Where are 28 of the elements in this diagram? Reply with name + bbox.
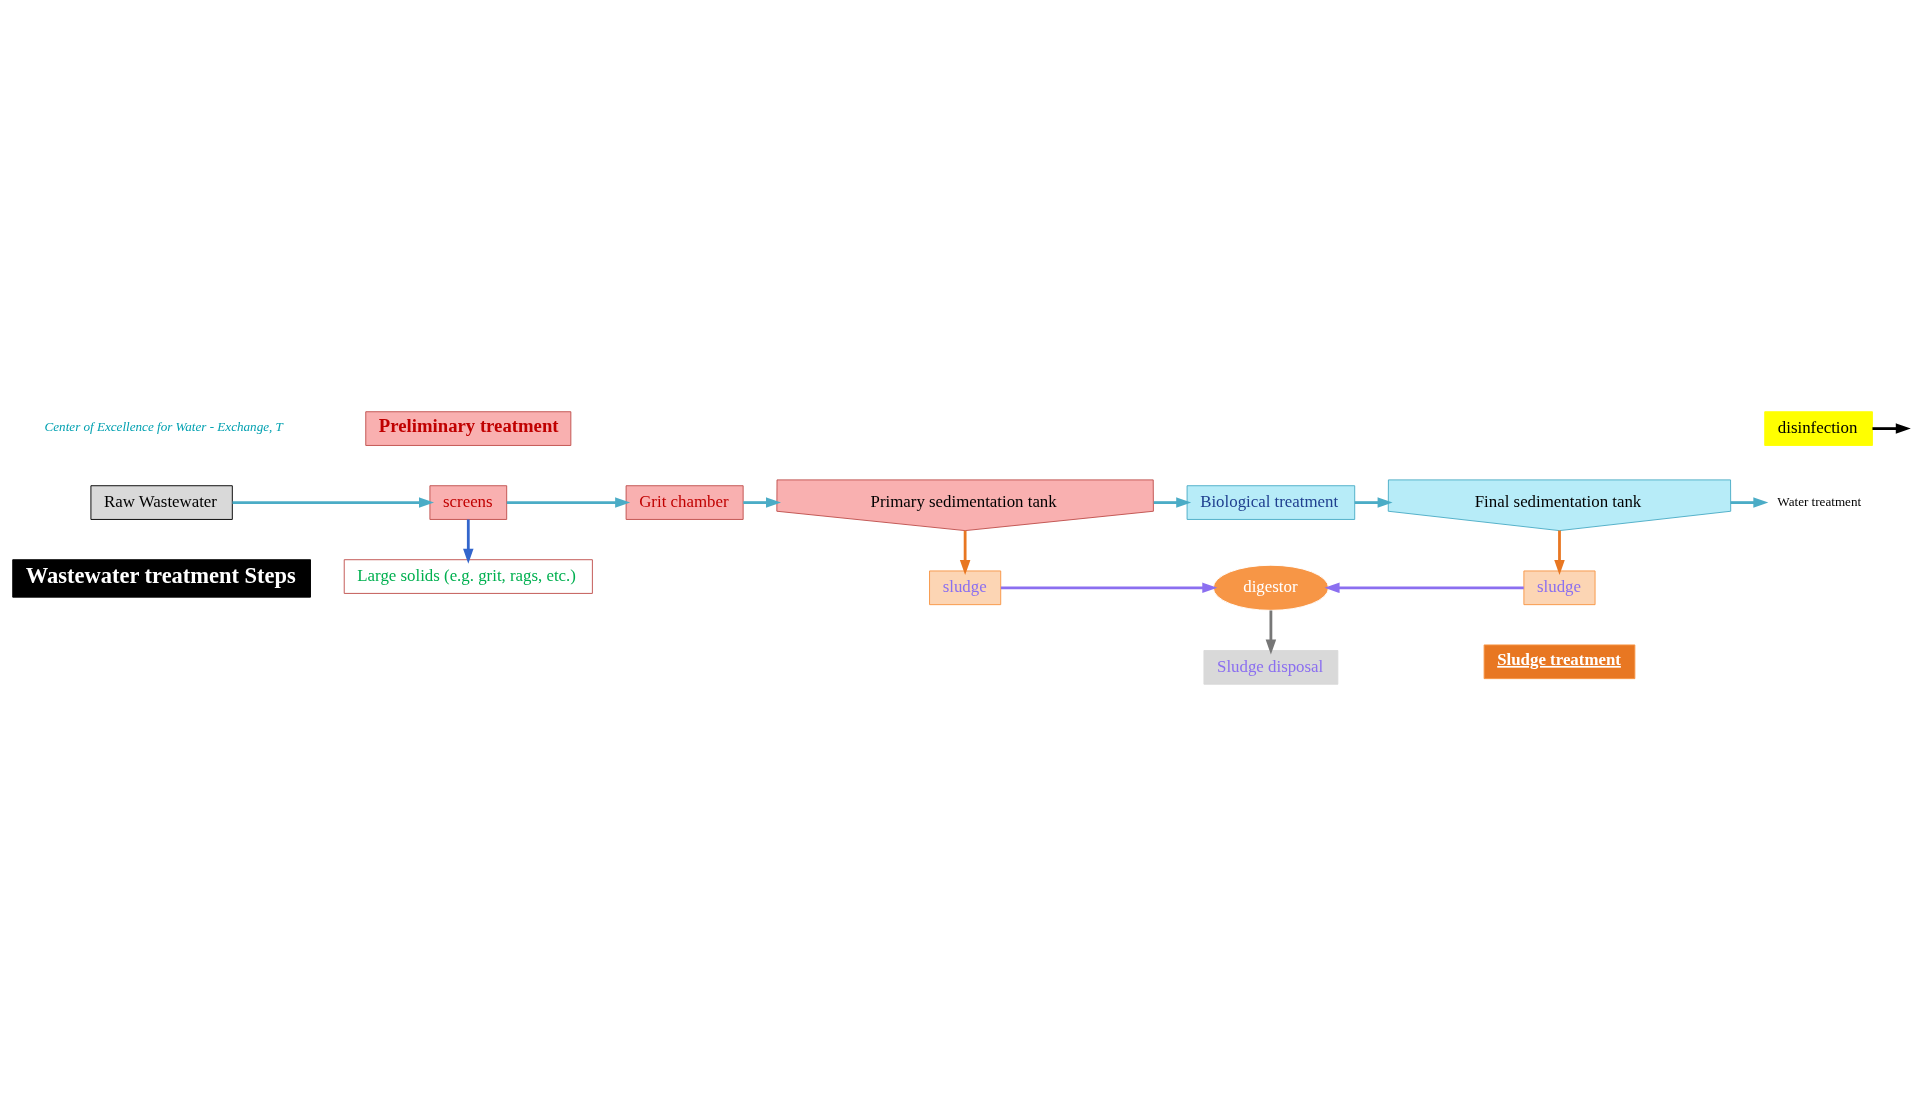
arrow bbox=[1554, 530, 1565, 576]
arrow bbox=[1872, 423, 1911, 434]
label: Center of Excellence for Water - Exchange, T bbox=[44, 419, 283, 435]
arrow bbox=[1730, 497, 1769, 508]
arrow bbox=[1000, 582, 1218, 594]
node-box: Grit chamber bbox=[625, 485, 744, 520]
arrow bbox=[1354, 497, 1393, 508]
node-box: disinfection bbox=[1764, 411, 1873, 446]
node-box: Wastewater treatment Steps bbox=[12, 559, 311, 598]
node-text: Water treatment bbox=[1777, 494, 1862, 510]
arrow bbox=[959, 530, 971, 576]
node-box: Sludge disposal bbox=[1203, 650, 1339, 685]
node-box: screens bbox=[429, 485, 508, 520]
arrow bbox=[506, 497, 631, 508]
node-box: Large solids (e.g. grit, rags, etc.) bbox=[343, 559, 593, 594]
node-ellipse: digestor bbox=[1212, 564, 1329, 611]
arrow bbox=[232, 497, 434, 508]
node-box: Raw Wastewater bbox=[90, 485, 233, 520]
node-box: sludge bbox=[929, 570, 1002, 606]
arrow bbox=[743, 497, 781, 508]
arrow bbox=[1265, 610, 1277, 655]
node-box: Preliminary treatment bbox=[365, 411, 572, 446]
arrow bbox=[463, 519, 474, 564]
arrow bbox=[1324, 582, 1524, 594]
node-box: Biological treatment bbox=[1186, 485, 1356, 520]
node-box: Sludge treatment bbox=[1483, 644, 1636, 680]
node-box: sludge bbox=[1523, 570, 1596, 606]
arrow bbox=[1153, 497, 1192, 508]
